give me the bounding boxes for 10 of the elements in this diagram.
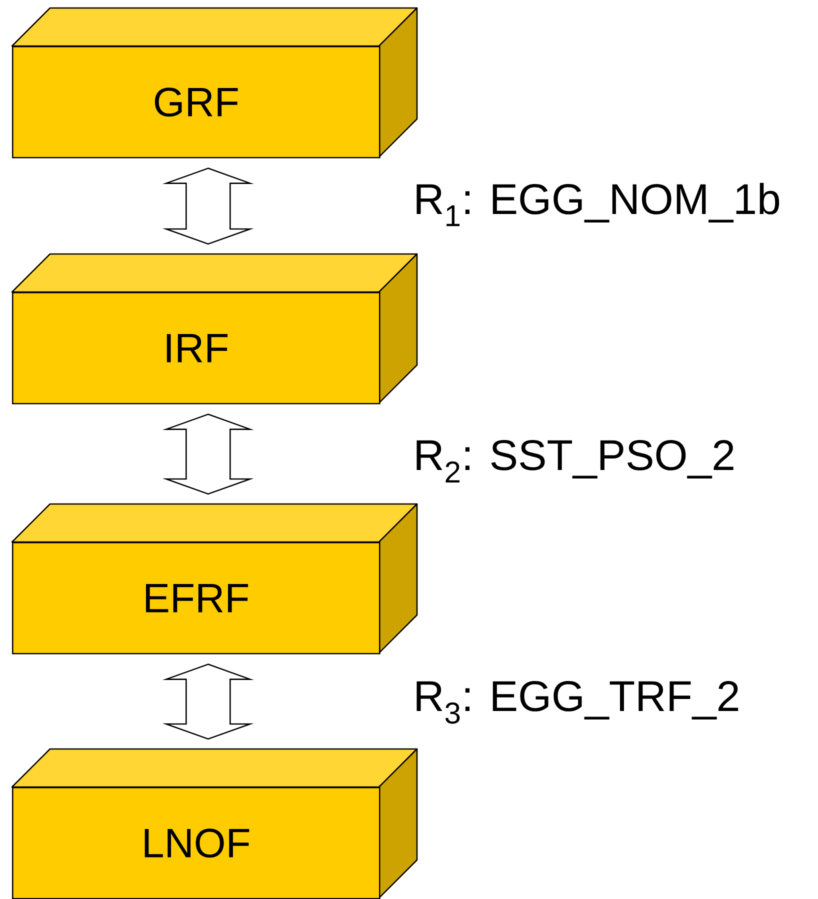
edge-label: R$_{3}$: EGG_TRF_2 — [416, 680, 738, 724]
block-arrow — [162, 414, 254, 495]
3d-box: IRF — [11, 253, 418, 404]
3d-box: LNOF — [11, 748, 418, 899]
block-arrow — [162, 168, 254, 245]
edge-label: R$_{2}$: SST_PSO_2 — [416, 440, 734, 482]
edge-label: R$_{1}$: EGG_NOM_1b — [416, 182, 780, 226]
3d-box: GRF — [11, 7, 418, 158]
3d-box: EFRF — [11, 503, 418, 654]
block-arrow — [162, 664, 254, 740]
